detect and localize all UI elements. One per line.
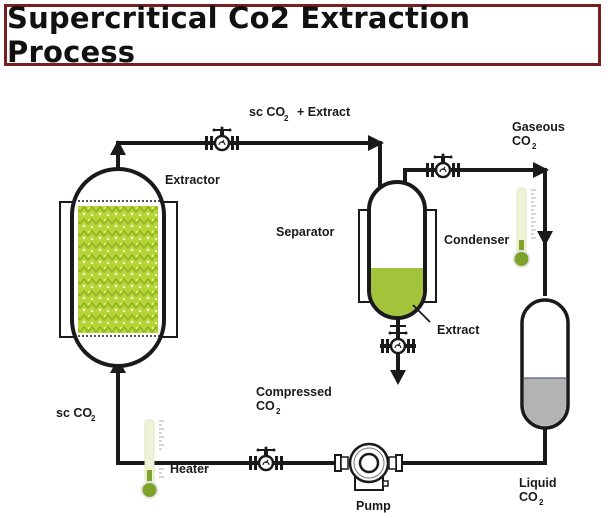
label-separator: Separator	[276, 225, 334, 239]
condenser-thermometer-icon	[512, 187, 536, 268]
label-sc-co2: sc CO 2	[56, 406, 96, 423]
liquid-co2-level	[524, 378, 566, 426]
pipe-liquid-to-pump	[400, 425, 547, 465]
label-heater: Heater	[170, 462, 209, 476]
svg-text:+ Extract: + Extract	[297, 105, 351, 119]
valve-compressed-co2[interactable]	[246, 444, 286, 472]
extract-liquid	[371, 268, 423, 316]
svg-text:CO: CO	[512, 134, 531, 148]
plant-material	[78, 206, 158, 333]
arrow-down-condenser	[537, 231, 553, 246]
arrow-down-extract	[390, 370, 406, 385]
svg-text:sc CO: sc CO	[56, 406, 92, 420]
svg-text:2: 2	[276, 407, 281, 416]
svg-text:Compressed: Compressed	[256, 385, 332, 399]
label-pump: Pump	[356, 499, 391, 513]
label-extractor: Extractor	[165, 173, 220, 187]
label-gaseous-co2: Gaseous CO 2	[512, 120, 565, 151]
liquid-co2-tank	[520, 298, 570, 430]
label-sc-co2-extract: sc CO 2 + Extract	[249, 105, 351, 123]
arrow-right-gaseous	[533, 162, 549, 178]
label-liquid-co2: Liquid CO 2	[519, 476, 557, 507]
valve-gaseous-co2[interactable]	[423, 151, 463, 179]
arrow-right-to-separator	[368, 135, 384, 151]
label-condenser: Condenser	[444, 233, 509, 247]
svg-text:Liquid: Liquid	[519, 476, 557, 490]
svg-text:2: 2	[91, 414, 96, 423]
pipes	[116, 141, 547, 465]
label-compressed-co2: Compressed CO 2	[256, 385, 332, 416]
extractor-vessel	[59, 167, 178, 368]
svg-text:2: 2	[539, 498, 544, 507]
arrow-up-extractor-outlet	[110, 140, 126, 155]
svg-text:CO: CO	[519, 490, 538, 504]
svg-text:CO: CO	[256, 399, 275, 413]
separator-vessel	[358, 180, 437, 327]
svg-text:sc CO: sc CO	[249, 105, 285, 119]
page-title: Supercritical Co2 Extraction Process	[7, 1, 471, 69]
pump-icon[interactable]	[334, 442, 403, 491]
heater-thermometer-icon	[140, 419, 164, 499]
svg-text:2: 2	[284, 114, 289, 123]
pipe-extractor-to-separator	[116, 141, 382, 187]
label-extract: Extract	[437, 323, 480, 337]
svg-text:Gaseous: Gaseous	[512, 120, 565, 134]
valve-extract-outlet[interactable]	[378, 327, 418, 355]
svg-text:2: 2	[532, 142, 537, 151]
title-box: Supercritical Co2 Extraction Process	[4, 1, 601, 69]
valve-extractor-outlet[interactable]	[202, 124, 242, 152]
